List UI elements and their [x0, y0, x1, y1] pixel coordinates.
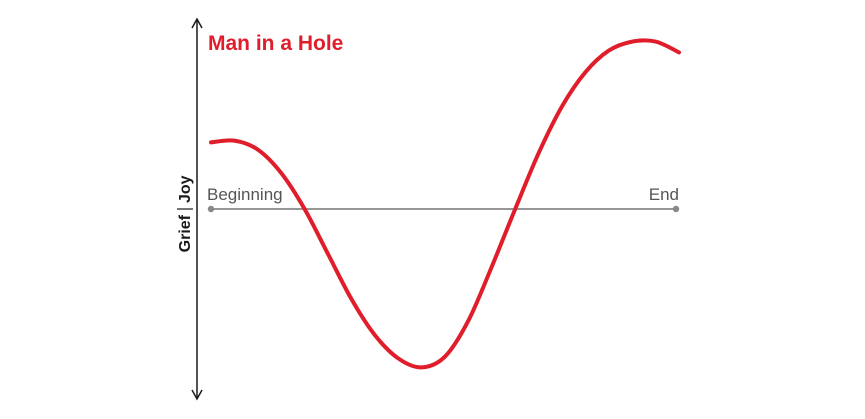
baseline-end-dot — [672, 205, 680, 213]
y-axis-arrow-up — [191, 17, 203, 29]
y-axis-labels: Grief Joy — [177, 175, 194, 252]
y-label-grief: Grief — [177, 214, 194, 252]
x-tick-label-beginning: Beginning — [207, 185, 283, 204]
chart-title: Man in a Hole — [208, 32, 343, 55]
y-label-joy: Joy — [177, 175, 194, 203]
baseline-start-dot — [207, 205, 215, 213]
series-line — [209, 38, 681, 370]
y-axis-arrow-down — [191, 389, 203, 401]
x-tick-label-end: End — [649, 185, 679, 204]
